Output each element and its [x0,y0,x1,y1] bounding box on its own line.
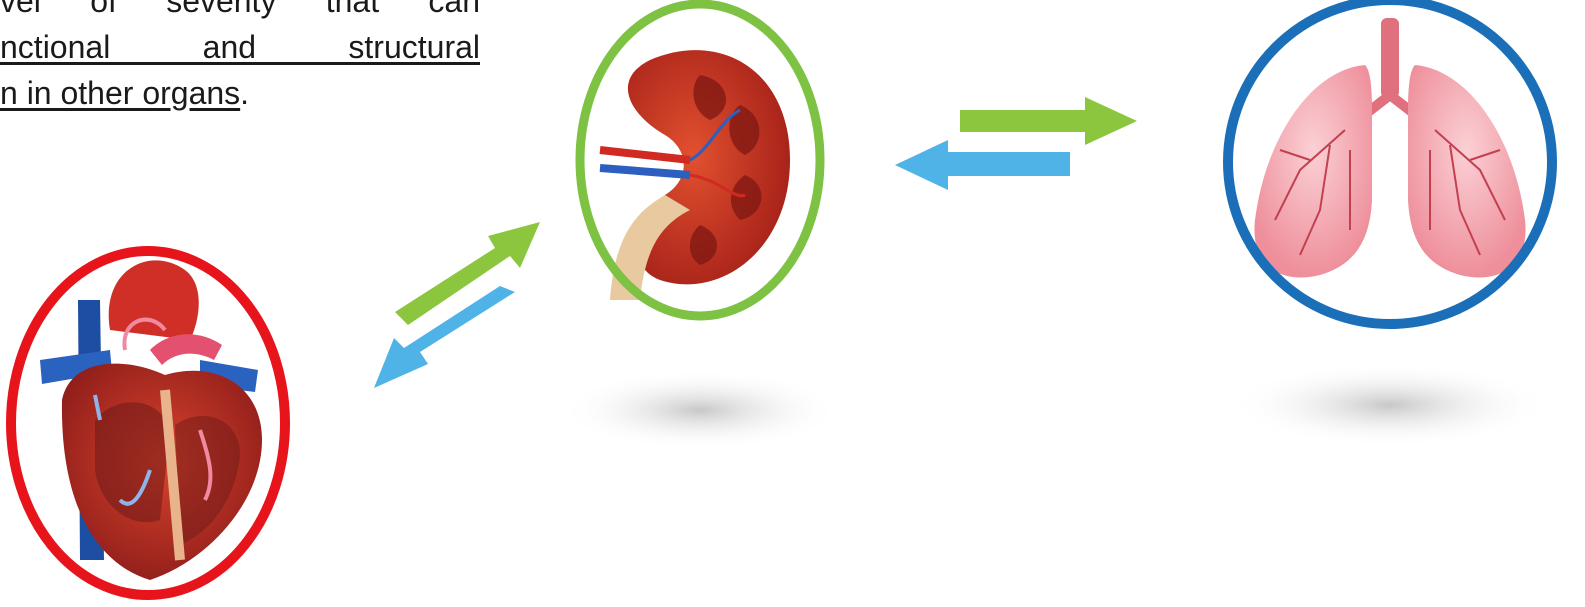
arrows-heart-kidney [374,222,540,388]
kidney-shadow [560,370,840,450]
arrow-right-icon [960,97,1137,145]
kidney-icon [580,4,820,316]
lungs-icon [1228,0,1552,324]
arrow-left-icon [895,140,1070,190]
lungs-shadow [1230,363,1550,447]
arrow-down-left-icon [374,286,515,388]
heart-icon [11,251,285,595]
arrows-kidney-lungs [895,97,1137,190]
